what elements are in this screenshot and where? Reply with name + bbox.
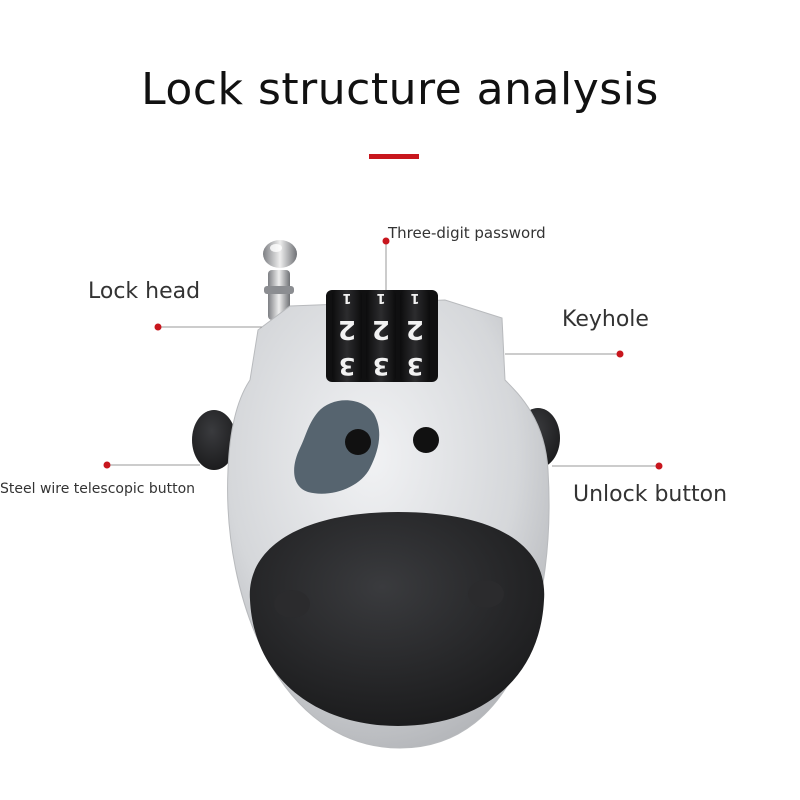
dial-1-middle[interactable]: 2 xyxy=(338,314,356,344)
callout-password: Three-digit password xyxy=(388,224,546,242)
callout-telescopic: Steel wire telescopic button xyxy=(0,481,196,497)
cow-spot xyxy=(294,400,380,494)
title-accent-bar xyxy=(369,154,419,159)
dial-3-middle[interactable]: 2 xyxy=(406,314,424,344)
dial-2-bottom[interactable]: 3 xyxy=(373,352,390,380)
dial-1-bottom[interactable]: 3 xyxy=(339,352,356,380)
leader-lines xyxy=(107,241,659,467)
lock-face xyxy=(249,512,545,726)
dial-3-top[interactable]: 1 xyxy=(410,290,419,305)
dials xyxy=(332,290,430,382)
callout-dots xyxy=(103,237,663,470)
dial-3-bottom[interactable]: 3 xyxy=(407,352,424,380)
lock-head-pin xyxy=(263,240,297,320)
dial-1-top[interactable]: 1 xyxy=(342,290,351,305)
nostril-left xyxy=(274,590,310,618)
callout-unlock: Unlock button xyxy=(573,482,728,507)
telescopic-button-shape xyxy=(192,410,236,470)
keyhole-shape xyxy=(345,429,371,455)
callout-lock-head: Lock head xyxy=(88,279,201,304)
eye-right-shape xyxy=(413,427,439,453)
nostril-right xyxy=(468,580,504,608)
dial-2-top[interactable]: 1 xyxy=(376,290,385,305)
dial-2-middle[interactable]: 2 xyxy=(372,314,390,344)
callout-keyhole: Keyhole xyxy=(562,307,649,332)
page-title: Lock structure analysis xyxy=(141,64,659,115)
